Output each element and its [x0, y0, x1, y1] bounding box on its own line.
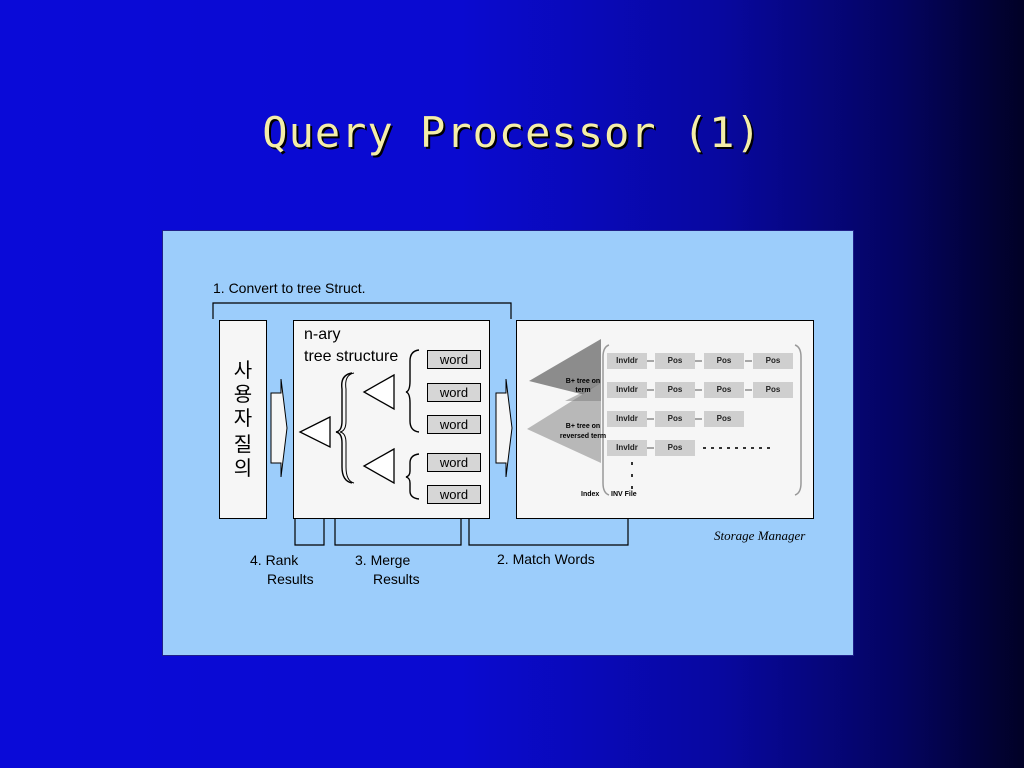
tree-structure-box: n-ary tree structure word word word word…	[293, 320, 490, 519]
step1-label: 1. Convert to tree Struct.	[213, 280, 366, 296]
pos-cell: Pos	[753, 382, 793, 398]
pos-cell: Pos	[655, 440, 695, 456]
step2-label: 2. Match Words	[497, 551, 595, 567]
step3-line1: 3. Merge	[355, 552, 411, 568]
btree-rev-line2: reversed term	[559, 433, 607, 440]
diagram-panel: 1. Convert to tree Struct. 사 용 자 질 의 n-a…	[162, 230, 854, 656]
btree-rev-line1: B+ tree on	[565, 423, 601, 430]
user-query-char: 용	[233, 384, 253, 406]
step4-line1: 4. Rank	[250, 552, 299, 568]
storage-box: B+ tree on term B+ tree on reversed term…	[516, 320, 814, 519]
btree-term-line2: term	[575, 387, 591, 394]
inv-row-head: InvIdr	[607, 382, 647, 398]
inv-row-head: InvIdr	[607, 440, 647, 456]
step3-line2: Results	[373, 571, 420, 587]
user-query-char: 자	[233, 408, 253, 430]
pos-cell: Pos	[704, 353, 744, 369]
tree-title-line1: n-ary	[304, 326, 341, 343]
pos-cell: Pos	[655, 353, 695, 369]
storage-manager-label: Storage Manager	[714, 528, 806, 543]
pos-cell: Pos	[753, 353, 793, 369]
user-query-char: 의	[233, 458, 253, 480]
inv-row-head: InvIdr	[607, 353, 647, 369]
btree-term-line1: B+ tree on	[565, 378, 601, 385]
word-box: word	[427, 485, 481, 504]
pos-cell: Pos	[704, 411, 744, 427]
storage-shapes	[527, 339, 802, 496]
inv-file-label: INV File	[611, 491, 637, 498]
user-query-char: 질	[233, 434, 253, 456]
user-query-box: 사 용 자 질 의	[219, 320, 267, 519]
pos-cell: Pos	[704, 382, 744, 398]
index-label: Index	[581, 491, 600, 498]
word-box: word	[427, 350, 481, 369]
word-box: word	[427, 383, 481, 402]
word-box: word	[427, 453, 481, 472]
user-query-char: 사	[233, 360, 253, 382]
tree-shapes	[298, 349, 420, 500]
diagram-connectors	[212, 302, 629, 546]
pos-cell: Pos	[655, 411, 695, 427]
slide-title: Query Processor (1)	[262, 108, 762, 157]
step4-line2: Results	[267, 571, 314, 587]
pos-cell: Pos	[655, 382, 695, 398]
tree-title-line2: tree structure	[304, 348, 399, 365]
word-box: word	[427, 415, 481, 434]
inv-row-head: InvIdr	[607, 411, 647, 427]
